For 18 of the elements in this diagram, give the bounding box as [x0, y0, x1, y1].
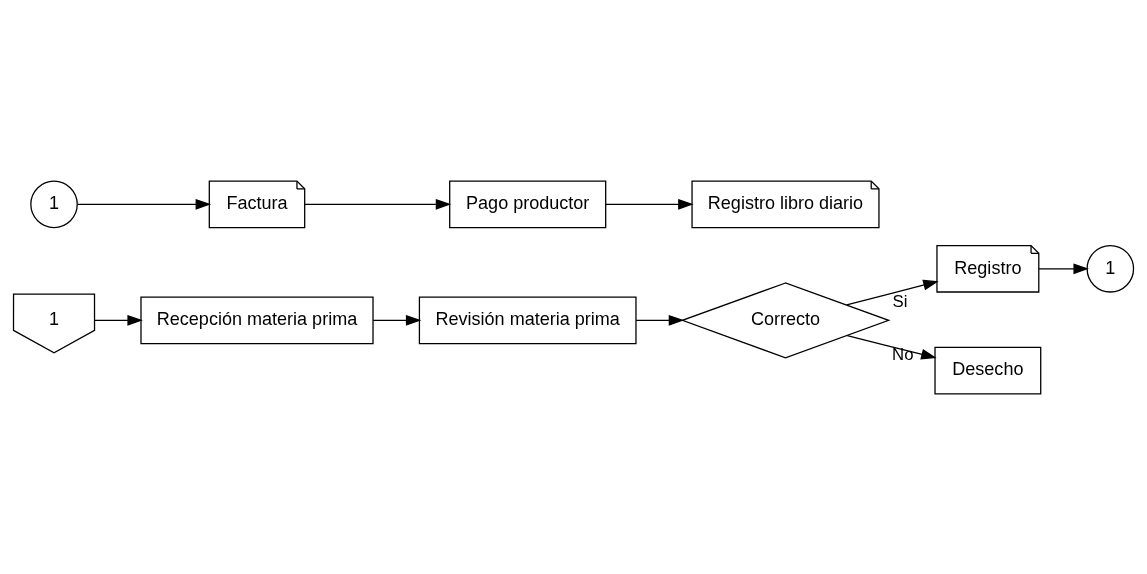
arrow: [635, 314, 685, 326]
arrow: [846, 334, 937, 360]
node-box: Revisión materia prima: [418, 296, 637, 344]
arrow: [304, 198, 452, 210]
arrow: [94, 314, 143, 326]
node-box: Recepción materia prima: [140, 296, 374, 344]
arrow: [76, 198, 212, 210]
node-box: Desecho: [934, 346, 1042, 394]
arrow: [1038, 262, 1089, 274]
node-box: Pago productor: [449, 180, 607, 228]
arrow: [846, 279, 939, 306]
node-diamond: Correcto: [680, 281, 891, 358]
arrow: [605, 198, 694, 210]
node-circle: 1: [30, 180, 78, 228]
arrow: [372, 314, 422, 326]
edge-label: No: [892, 344, 914, 364]
node-circle: 1: [1086, 244, 1135, 293]
edge-label: Si: [892, 291, 908, 311]
